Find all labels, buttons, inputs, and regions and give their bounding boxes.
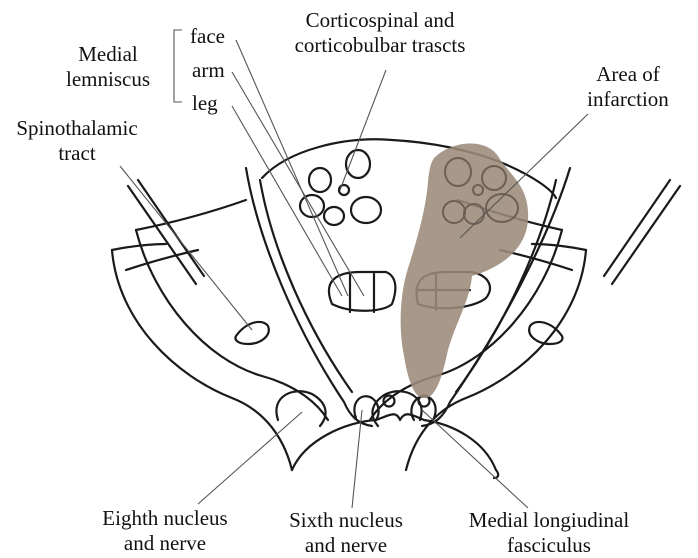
nerve-line-right	[612, 186, 680, 284]
corticospinal-bundle	[309, 168, 331, 192]
eighth-nucleus-label: Eighth nucleus and nerve	[80, 506, 250, 556]
corticospinal-line-1: Corticospinal and	[270, 8, 490, 33]
mlf-label: Medial longiudinal fasciculus	[434, 508, 664, 558]
medial-lemniscus-line-2: lemniscus	[60, 67, 156, 92]
spinothalamic-label: Spinothalamic tract	[2, 116, 152, 166]
spinothalamic-line-2: tract	[2, 141, 152, 166]
mlf-line-2: fasciculus	[434, 533, 664, 558]
band-left	[136, 200, 246, 230]
pons-outline	[112, 250, 292, 470]
sixth-nucleus-left	[354, 396, 378, 420]
leg-label: leg	[192, 91, 218, 116]
spinothalamic-line-1: Spinothalamic	[2, 116, 152, 141]
sixth-nucleus-line-1: Sixth nucleus	[268, 508, 424, 533]
eighth-nucleus-line-1: Eighth nucleus	[80, 506, 250, 531]
leader-eighth	[198, 412, 302, 504]
sixth-nucleus-line-2: and nerve	[268, 533, 424, 558]
mlf-line-1: Medial longiudinal	[434, 508, 664, 533]
infarction-area	[401, 143, 529, 398]
leader-mlf	[422, 410, 528, 508]
corticospinal-bundle	[351, 197, 381, 223]
leader-leg	[232, 106, 342, 296]
medial-lemniscus-label: Medial lemniscus	[60, 42, 156, 92]
medial-lemniscus-line-1: Medial	[60, 42, 156, 67]
sixth-nucleus-label: Sixth nucleus and nerve	[268, 508, 424, 558]
infarction-label: Area of infarction	[570, 62, 686, 112]
face-label: face	[190, 24, 225, 49]
arm-label: arm	[192, 58, 225, 83]
inner-wall	[260, 180, 352, 392]
eighth-nucleus-line-2: and nerve	[80, 531, 250, 556]
corticospinal-line-2: corticobulbar trascts	[270, 33, 490, 58]
outer-edge-left	[112, 244, 166, 250]
corticospinal-label: Corticospinal and corticobulbar trascts	[270, 8, 490, 58]
corticospinal-bundle	[324, 207, 344, 225]
infarction-line-1: Area of	[570, 62, 686, 87]
leader-corticospinal	[340, 70, 386, 190]
leader-face	[236, 40, 348, 296]
leader-spinothalamic	[120, 166, 252, 330]
spinothalamic-tract-left	[236, 322, 269, 344]
infarction-line-2: infarction	[570, 87, 686, 112]
medial-lemniscus-bracket	[174, 30, 182, 102]
nerve-line-right	[604, 180, 670, 276]
